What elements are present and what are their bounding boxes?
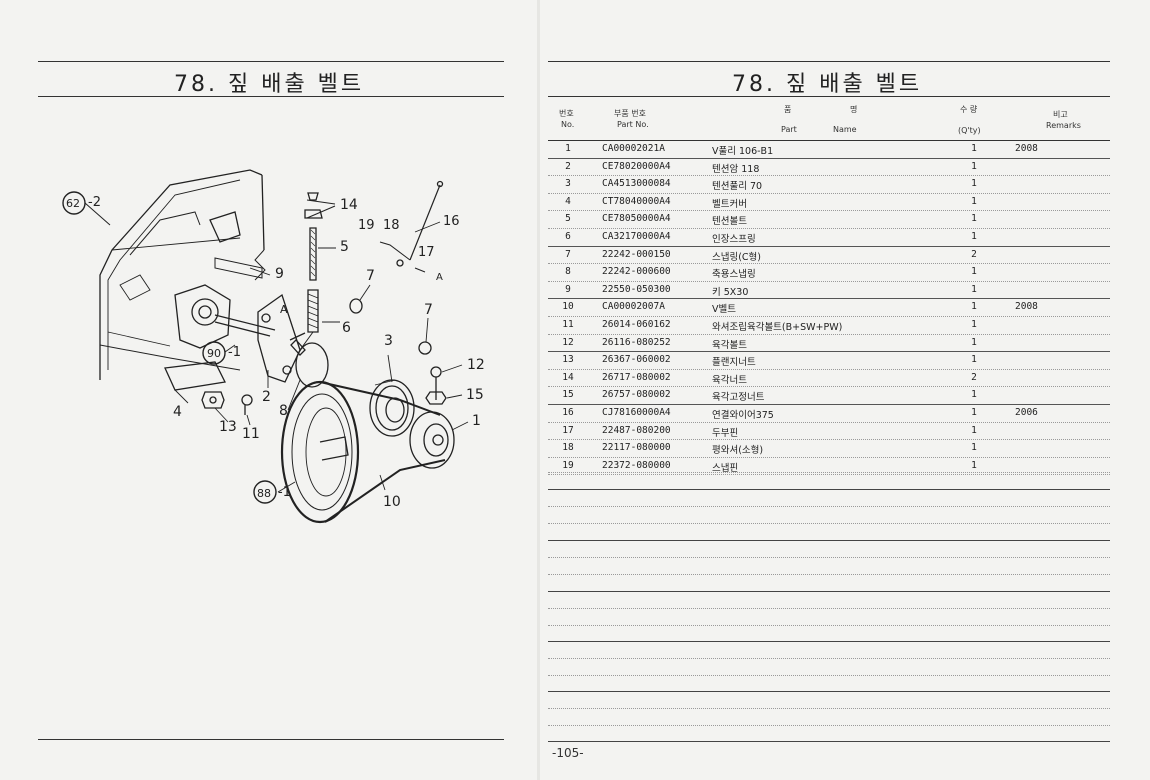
page-number: -105- <box>552 746 584 760</box>
empty-row-rule <box>548 523 1110 524</box>
empty-row-rule <box>548 574 1110 575</box>
header-part-ko: 부품 번호 <box>614 109 646 118</box>
left-title-rule-top <box>38 61 504 62</box>
header-name-en-2: Name <box>833 125 857 134</box>
header-remarks-ko: 비고 <box>1053 110 1068 119</box>
callout-88: 88 <box>257 487 271 500</box>
empty-row-rule <box>548 489 1110 490</box>
empty-row-rule <box>548 708 1110 709</box>
empty-row-rule <box>548 506 1110 507</box>
right-page-title: 78. 짚 배출 벨트 <box>732 72 923 97</box>
callout-5: 5 <box>340 239 349 255</box>
callout-A-arm: A <box>280 303 288 316</box>
empty-row-rule <box>548 557 1110 558</box>
callout-13: 13 <box>219 419 237 435</box>
header-qty-en: (Q'ty) <box>958 126 981 135</box>
exploded-parts-diagram <box>62 169 469 524</box>
callout-9: 9 <box>275 266 284 282</box>
header-qty-ko: 수 량 <box>960 105 978 114</box>
header-no-en: No. <box>561 120 575 129</box>
footer-rule <box>548 741 1110 742</box>
callout-4: 4 <box>173 404 182 420</box>
callout-6: 6 <box>342 320 351 336</box>
header-name-ko-1: 품 <box>784 105 792 114</box>
callout-90-suffix: -1 <box>228 345 241 360</box>
empty-row-rule <box>548 591 1110 592</box>
left-footer-rule <box>38 739 504 740</box>
callout-7-upper: 7 <box>366 268 375 284</box>
callout-90: 90 <box>207 347 221 360</box>
callout-16: 16 <box>443 214 460 229</box>
right-title-rule-bottom <box>548 96 1110 97</box>
callout-15: 15 <box>466 387 484 403</box>
callout-62: 62 <box>66 197 80 210</box>
callout-7-lower: 7 <box>424 302 433 318</box>
callout-19: 19 <box>358 218 375 233</box>
empty-row-rule <box>548 540 1110 541</box>
callout-11: 11 <box>242 426 260 442</box>
header-name-en-1: Part <box>781 125 797 134</box>
right-title-rule-top <box>548 61 1110 62</box>
empty-row-rule <box>548 625 1110 626</box>
empty-row-rule <box>548 725 1110 726</box>
header-name-ko-2: 명 <box>850 105 858 114</box>
empty-row-rule <box>548 472 1110 473</box>
callout-2: 2 <box>262 389 271 405</box>
callout-14: 14 <box>340 197 358 213</box>
header-no-ko: 번호 <box>559 109 574 118</box>
empty-row-rule <box>548 608 1110 609</box>
callout-12: 12 <box>467 357 485 373</box>
left-title-rule-bottom <box>38 96 504 97</box>
header-rule <box>548 140 1110 141</box>
callout-18: 18 <box>383 218 400 233</box>
callout-1: 1 <box>472 413 481 429</box>
left-page-title: 78. 짚 배출 벨트 <box>174 72 365 97</box>
page-gutter <box>537 0 540 780</box>
callout-3: 3 <box>384 333 393 349</box>
callout-17: 17 <box>418 245 435 260</box>
empty-row-rule <box>548 691 1110 692</box>
callout-62-suffix: -2 <box>88 195 101 210</box>
callout-88-suffix: -1 <box>278 485 291 500</box>
empty-row-rule <box>548 658 1110 659</box>
header-part-en: Part No. <box>617 120 649 129</box>
empty-row-rule <box>548 675 1110 676</box>
left-page: 78. 짚 배출 벨트 <box>0 0 540 780</box>
callout-8: 8 <box>279 403 288 419</box>
callout-10: 10 <box>383 494 401 510</box>
empty-row-rule <box>548 641 1110 642</box>
header-remarks-en: Remarks <box>1046 121 1081 130</box>
callout-A-right: A <box>436 272 443 283</box>
